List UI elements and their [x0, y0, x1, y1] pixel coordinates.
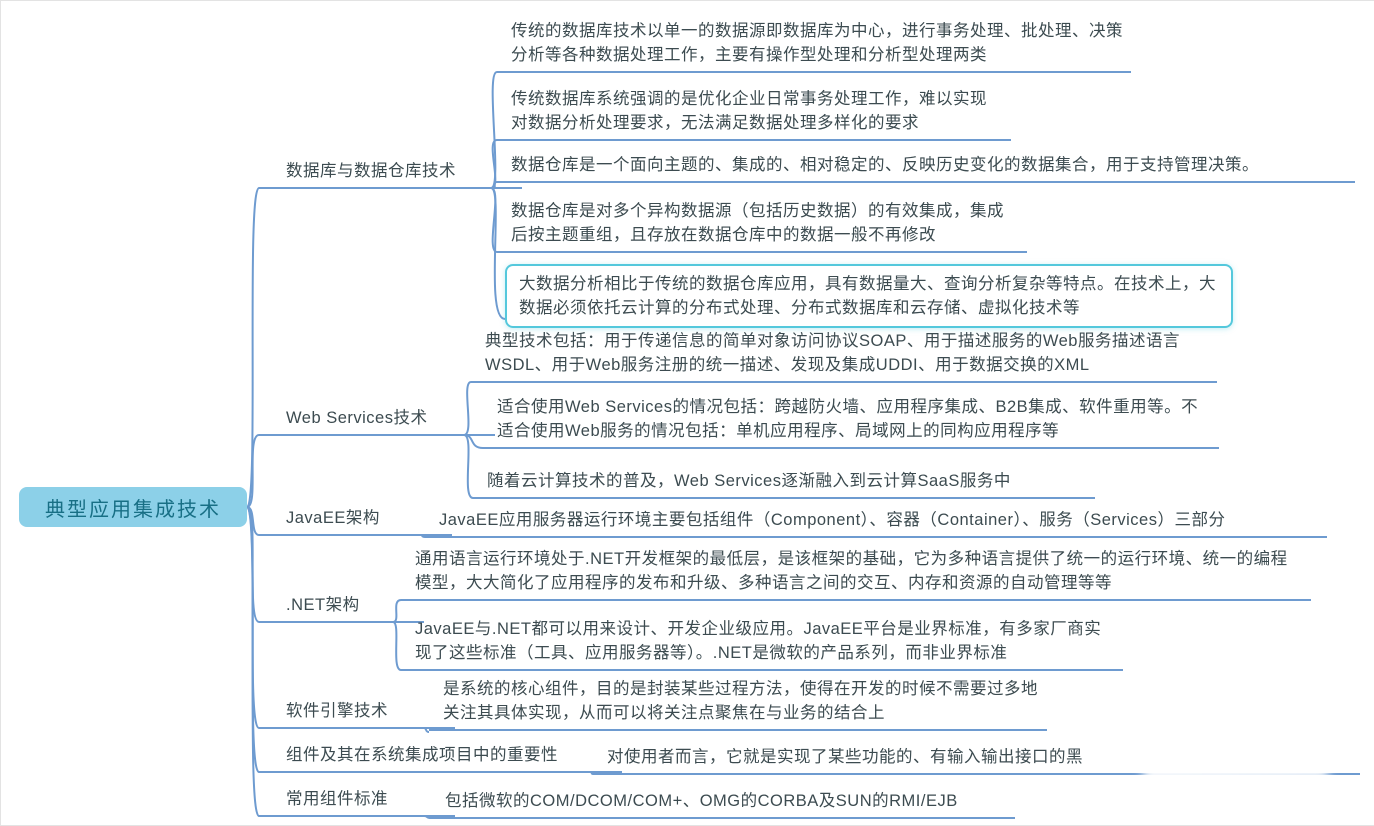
leaf-ws-typical-tech[interactable]: 典型技术包括：用于传递信息的简单对象访问协议SOAP、用于描述服务的Web服务描…	[471, 329, 1217, 383]
root-topic[interactable]: 典型应用集成技术	[19, 487, 247, 527]
leaf-traditional-db[interactable]: 传统的数据库技术以单一的数据源即数据库为中心，进行事务处理、批处理、决策分析等各…	[497, 19, 1131, 73]
branch-software-engine[interactable]: 软件引擎技术	[259, 699, 455, 729]
leaf-warehouse-integration[interactable]: 数据仓库是对多个异构数据源（包括历史数据）的有效集成，集成后按主题重组，且存放在…	[497, 199, 1027, 253]
branch-component-standards[interactable]: 常用组件标准	[259, 787, 455, 817]
leaf-db-limitation[interactable]: 传统数据库系统强调的是优化企业日常事务处理工作，难以实现对数据分析处理要求，无法…	[497, 87, 1011, 141]
leaf-javaee-runtime[interactable]: JavaEE应用服务器运行环境主要包括组件（Component）、容器（Cont…	[425, 508, 1327, 538]
leaf-component-blackbox[interactable]: 对使用者而言，它就是实现了某些功能的、有输入输出接口的黑	[593, 745, 1360, 775]
leaf-ws-suitable-cases[interactable]: 适合使用Web Services的情况包括：跨越防火墙、应用程序集成、B2B集成…	[483, 395, 1219, 449]
leaf-dotnet-clr[interactable]: 通用语言运行环境处于.NET开发框架的最低层，是该框架的基础，它为多种语言提供了…	[401, 547, 1311, 601]
branch-database-warehouse[interactable]: 数据库与数据仓库技术	[259, 159, 522, 189]
branch-web-services[interactable]: Web Services技术	[259, 406, 495, 436]
leaf-warehouse-definition[interactable]: 数据仓库是一个面向主题的、集成的、相对稳定的、反映历史变化的数据集合，用于支持管…	[497, 153, 1355, 183]
leaf-ws-cloud[interactable]: 随着云计算技术的普及，Web Services逐渐融入到云计算SaaS服务中	[473, 469, 1095, 499]
leaf-javaee-vs-dotnet[interactable]: JavaEE与.NET都可以用来设计、开发企业级应用。JavaEE平台是业界标准…	[401, 617, 1123, 671]
branch-component-importance[interactable]: 组件及其在系统集成项目中的重要性	[259, 743, 622, 773]
leaf-component-standards-list[interactable]: 包括微软的COM/DCOM/COM+、OMG的CORBA及SUN的RMI/EJB	[431, 789, 1015, 819]
branch-dotnet[interactable]: .NET架构	[259, 593, 424, 623]
branch-javaee[interactable]: JavaEE架构	[259, 506, 452, 536]
leaf-bigdata-analysis[interactable]: 大数据分析相比于传统的数据仓库应用，具有数据量大、查询分析复杂等特点。在技术上，…	[505, 264, 1233, 328]
watermark-blur	[1142, 749, 1329, 783]
leaf-engine-purpose[interactable]: 是系统的核心组件，目的是封装某些过程方法，使得在开发的时候不需要过多地关注其具体…	[429, 677, 1047, 731]
